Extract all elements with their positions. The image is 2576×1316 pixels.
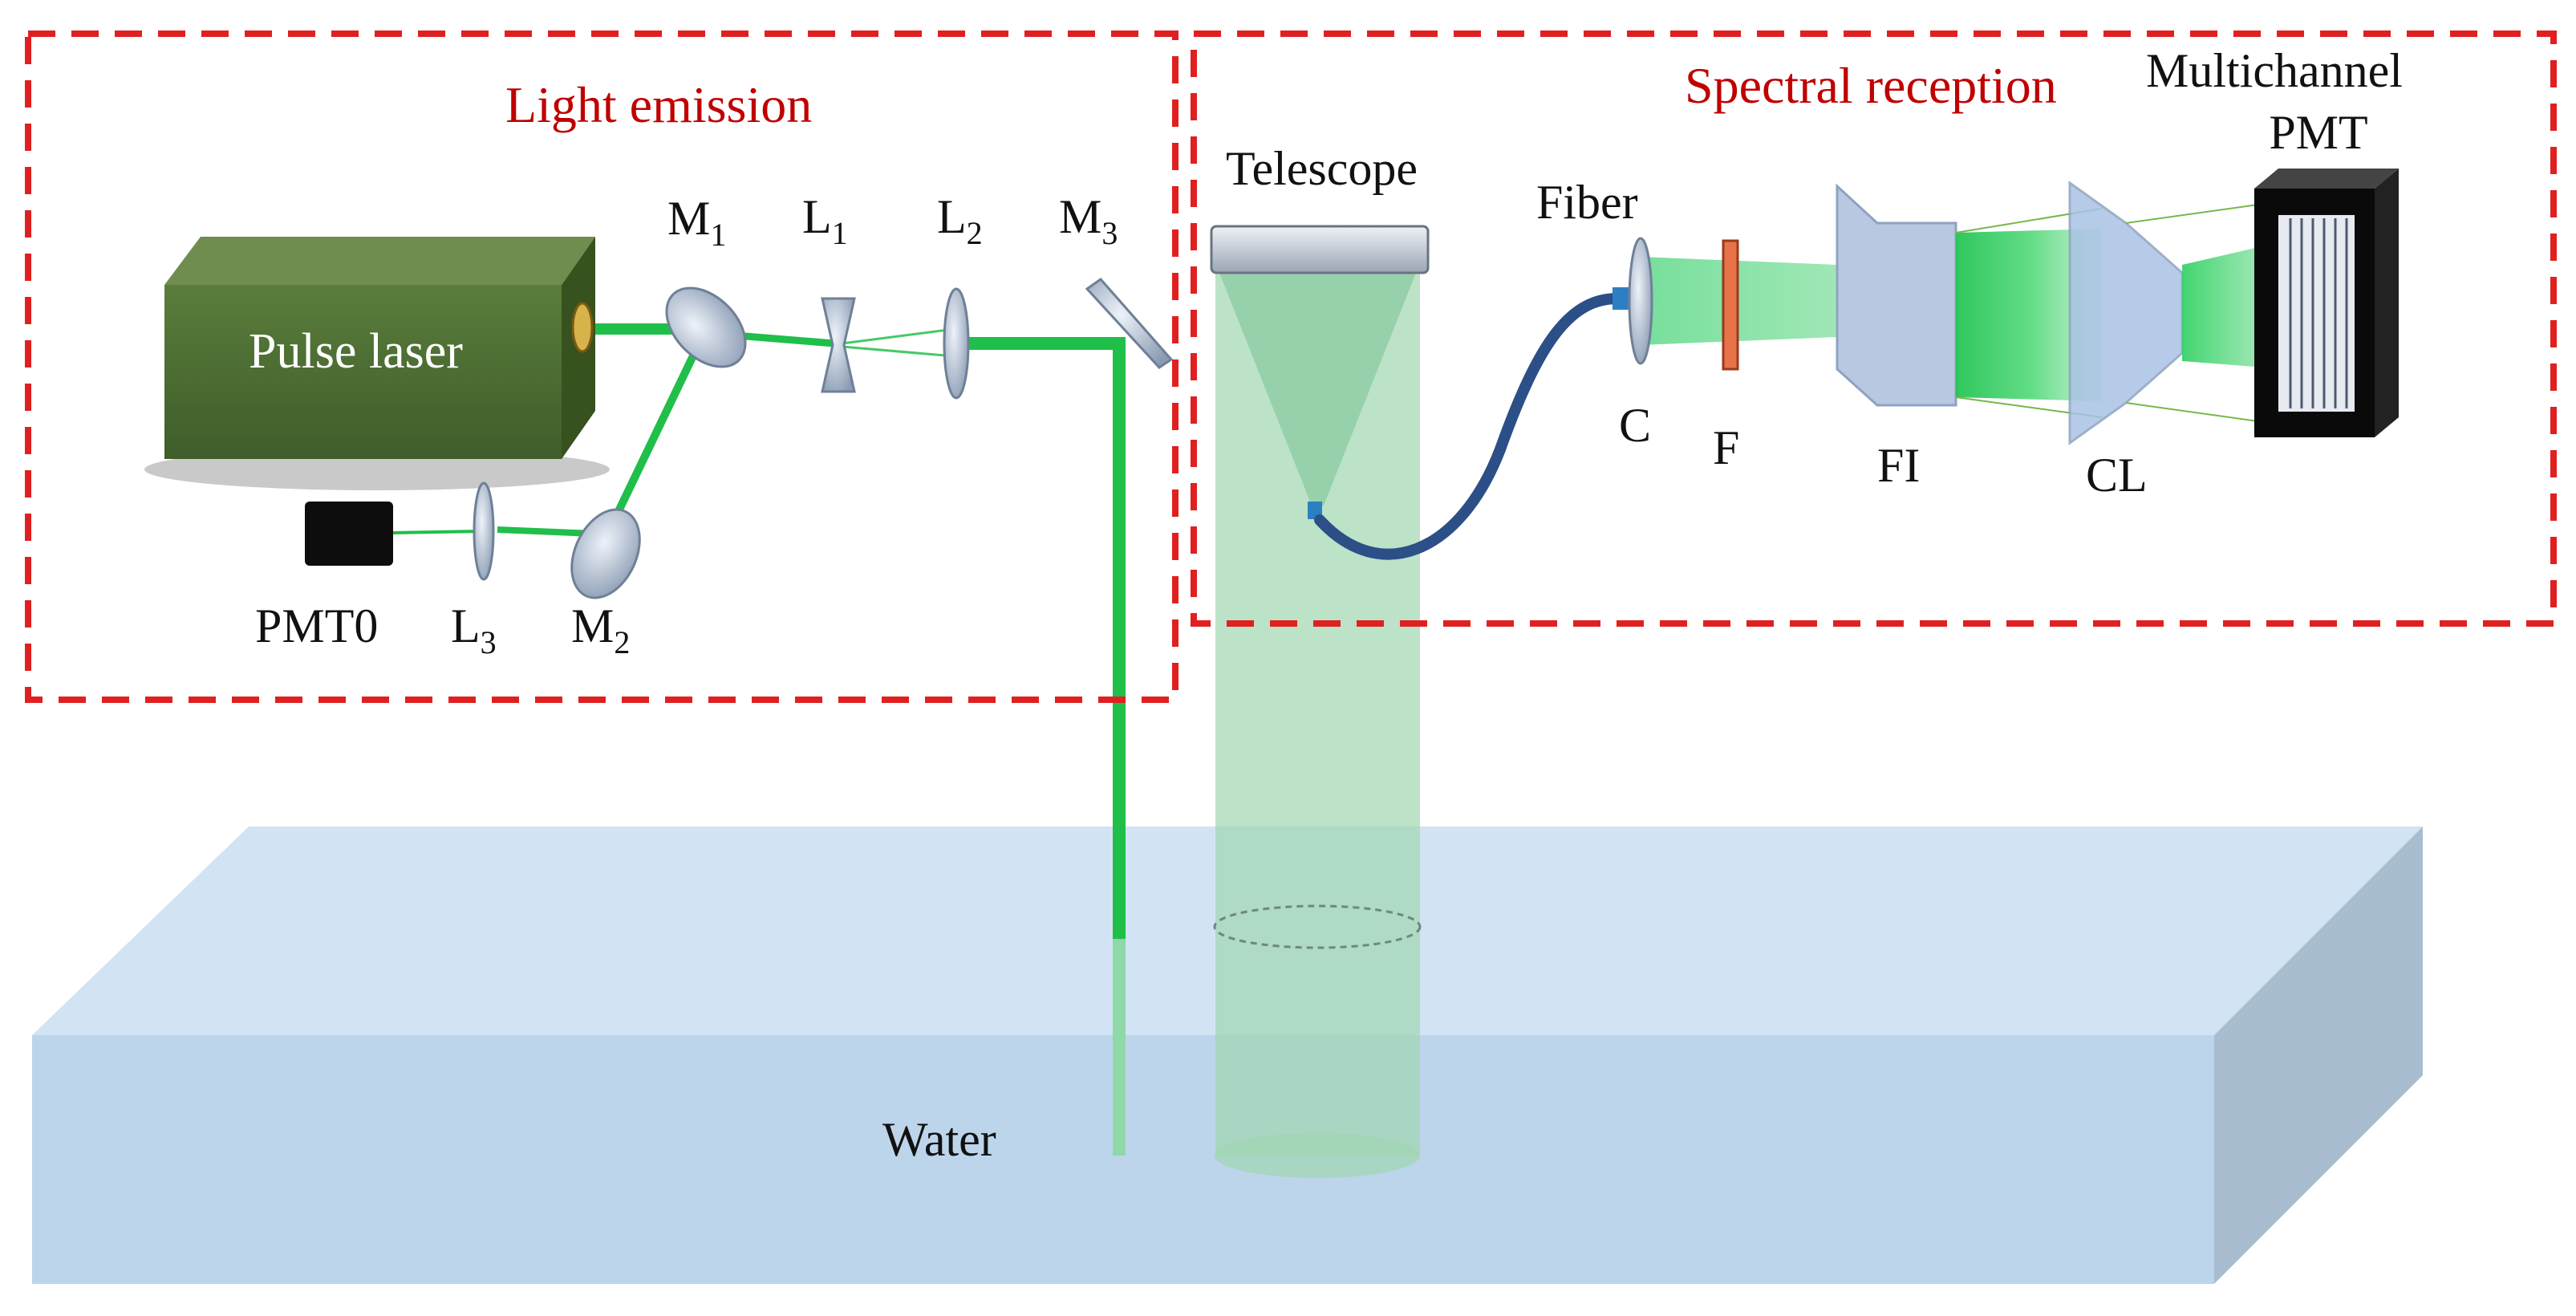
reception-section-label: Spectral reception (1685, 57, 2057, 114)
fiber-label: Fiber (1536, 176, 1638, 229)
fi-block (1836, 183, 1957, 407)
pmt-label: PMT (2269, 106, 2367, 159)
mirror-m3 (1085, 277, 1174, 369)
beam-fi-to-cl (1956, 229, 2102, 401)
emission-beam (392, 323, 1126, 1156)
cylinder-bottom (1215, 1133, 1420, 1178)
receiving-cylinder (1213, 265, 1422, 1178)
fi-label: FI (1877, 439, 1920, 492)
l2-label: L2 (937, 190, 983, 251)
m3-sub: 3 (1101, 215, 1118, 251)
l3-sub: 3 (481, 624, 497, 660)
lens-l1 (821, 297, 856, 393)
m1-base: M (667, 192, 710, 245)
telescope-mirror (1210, 225, 1430, 274)
m2-base: M (571, 599, 614, 652)
laser-label: Pulse laser (249, 324, 463, 379)
filter-label: F (1713, 421, 1739, 474)
reception-section-box (1191, 30, 2557, 627)
l3-label: L3 (451, 599, 497, 660)
pmt0-detector (305, 502, 393, 566)
mirror-m2 (570, 508, 641, 599)
cl-lens (2068, 181, 2184, 445)
filter (1722, 239, 1739, 371)
telescope-label: Telescope (1226, 142, 1418, 195)
collimator-label: C (1619, 399, 1651, 452)
pmt-channels (2289, 218, 2348, 408)
l1-label: L1 (802, 190, 848, 251)
m3-label: M3 (1059, 190, 1118, 251)
pmt-top (2254, 169, 2399, 189)
pmt-side (2375, 169, 2399, 437)
emission-section-label: Light emission (505, 76, 812, 133)
cl-label: CL (2086, 449, 2148, 502)
multichannel-pmt (2254, 169, 2399, 437)
mirror-m1 (665, 286, 747, 368)
laser-top (164, 237, 595, 285)
water-side-face (2214, 827, 2423, 1284)
laser-front (164, 285, 562, 459)
l2-base: L (937, 190, 967, 243)
beam-l1-l2-upper (842, 327, 955, 345)
collimator-lens (1628, 237, 1653, 365)
m3-base: M (1059, 190, 1101, 243)
beam-l3-to-pmt0 (392, 530, 482, 534)
water-front-face (32, 1035, 2214, 1284)
pulse-laser: Pulse laser (144, 237, 610, 490)
water-label: Water (882, 1113, 996, 1166)
m2-sub: 2 (614, 624, 630, 660)
l3-base: L (451, 599, 481, 652)
cylinder-ring (1213, 904, 1422, 949)
multichannel-label: Multichannel (2146, 44, 2403, 97)
emission-section-box (25, 30, 1178, 703)
fiber-cable (1314, 292, 1626, 560)
l2-sub: 2 (967, 215, 983, 251)
reception-optics (1628, 181, 2287, 445)
m1-label: M1 (667, 192, 726, 253)
l1-base: L (802, 190, 832, 243)
beam-m1-to-m2 (606, 327, 710, 532)
beam-m2-to-l3 (497, 526, 594, 537)
beam-l1-l2-lower (842, 345, 955, 358)
m2-label: M2 (571, 599, 630, 660)
pmt0-label: PMT0 (255, 599, 378, 652)
lens-l3 (473, 481, 495, 581)
l1-sub: 1 (832, 215, 848, 251)
lens-l2 (943, 287, 970, 400)
telescope-cone (1219, 273, 1416, 506)
laser-aperture (571, 302, 594, 353)
m1-sub: 1 (710, 217, 726, 253)
